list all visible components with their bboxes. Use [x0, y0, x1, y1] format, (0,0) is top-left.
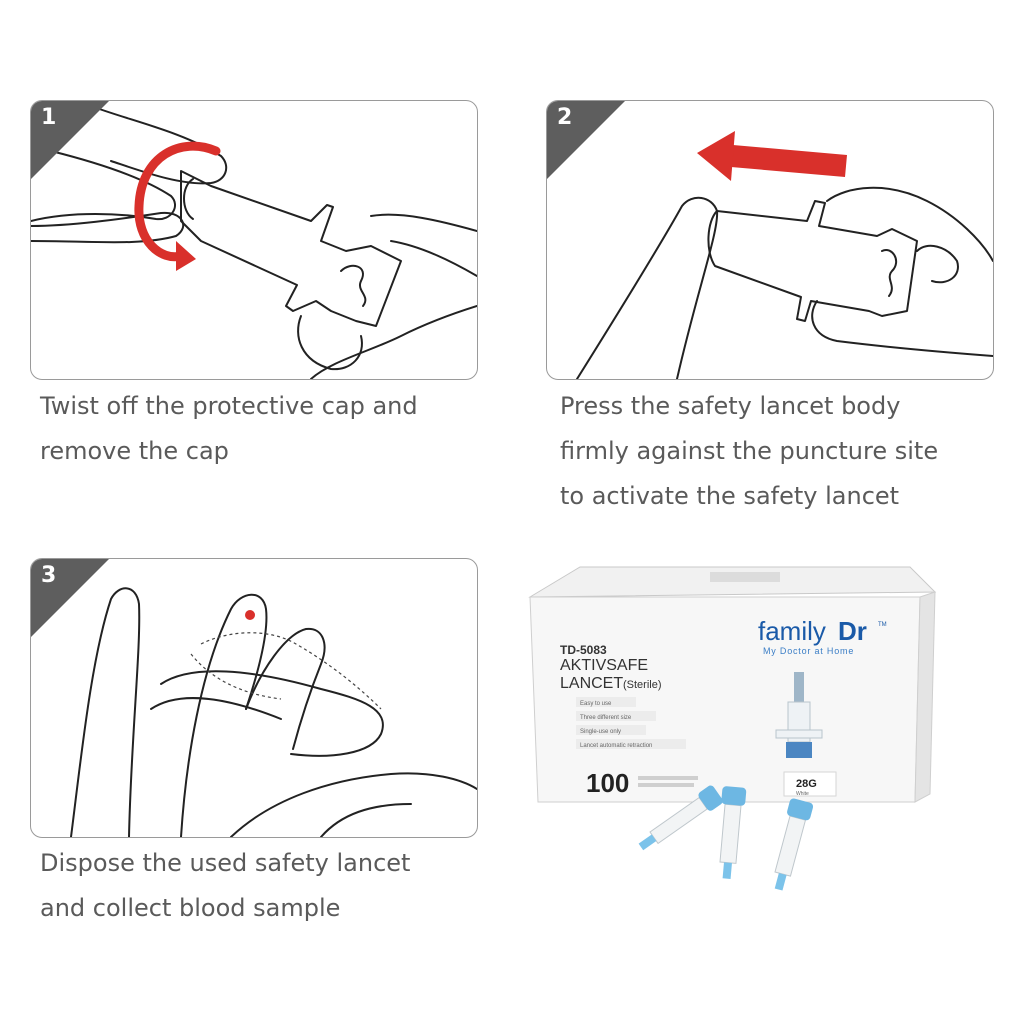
box-lancet-image [775, 672, 823, 758]
press-arrow-shaft [731, 145, 847, 177]
collect-blood-drawing [70, 587, 477, 837]
step-1-illustration: 1 [30, 100, 478, 380]
feature-item: Three different size [580, 715, 632, 721]
feature-list: Easy to use Three different size Single-… [576, 697, 686, 749]
step-badge [547, 101, 625, 179]
caption-line: remove the cap [40, 437, 229, 465]
step-3-illustration: 3 [30, 558, 478, 838]
step-badge [31, 559, 109, 637]
step-number: 3 [41, 563, 57, 588]
step-2-caption: Press the safety lancet body firmly agai… [560, 384, 938, 519]
product-photo: family Dr TM My Doctor at Home TD-5083 A… [528, 566, 937, 891]
brand-tagline: My Doctor at Home [763, 646, 854, 656]
brand-tm: TM [878, 622, 887, 628]
blood-drop [245, 610, 255, 620]
press-lancet-drawing [576, 131, 993, 379]
caption-line: Twist off the protective cap and [40, 392, 418, 420]
caption-line: Press the safety lancet body [560, 392, 901, 420]
gauge-size: 28G [796, 778, 817, 790]
product-name-line1: AKTIVSAFE [560, 657, 648, 674]
caption-line: Dispose the used safety lancet [40, 849, 411, 877]
press-arrow-head [697, 131, 735, 181]
caption-line: and collect blood sample [40, 894, 341, 922]
feature-item: Lancet automatic retraction [580, 743, 652, 749]
brand-dr: Dr [838, 616, 867, 646]
caption-line: to activate the safety lancet [560, 482, 900, 510]
lancet-count: 100 [586, 768, 629, 798]
feature-item: Single-use only [580, 729, 621, 735]
step-3-caption: Dispose the used safety lancet and colle… [40, 841, 410, 931]
step-number: 2 [557, 105, 573, 130]
twist-arrow-head [176, 241, 196, 271]
step-2-illustration: 2 [546, 100, 994, 380]
step-badge [31, 101, 109, 179]
step-number: 1 [41, 105, 57, 130]
brand-family: family [758, 616, 826, 646]
product-name-line2: LANCET [560, 675, 623, 692]
step-1-caption: Twist off the protective cap and remove … [40, 384, 418, 474]
loose-lancets [638, 785, 814, 891]
box-side [914, 591, 936, 803]
caption-line: firmly against the puncture site [560, 437, 939, 465]
model-number: TD-5083 [560, 643, 607, 657]
sterile-label: (Sterile) [623, 679, 662, 691]
gauge-color: White [796, 791, 809, 797]
feature-item: Easy to use [580, 701, 612, 707]
barcode-label [710, 572, 780, 582]
